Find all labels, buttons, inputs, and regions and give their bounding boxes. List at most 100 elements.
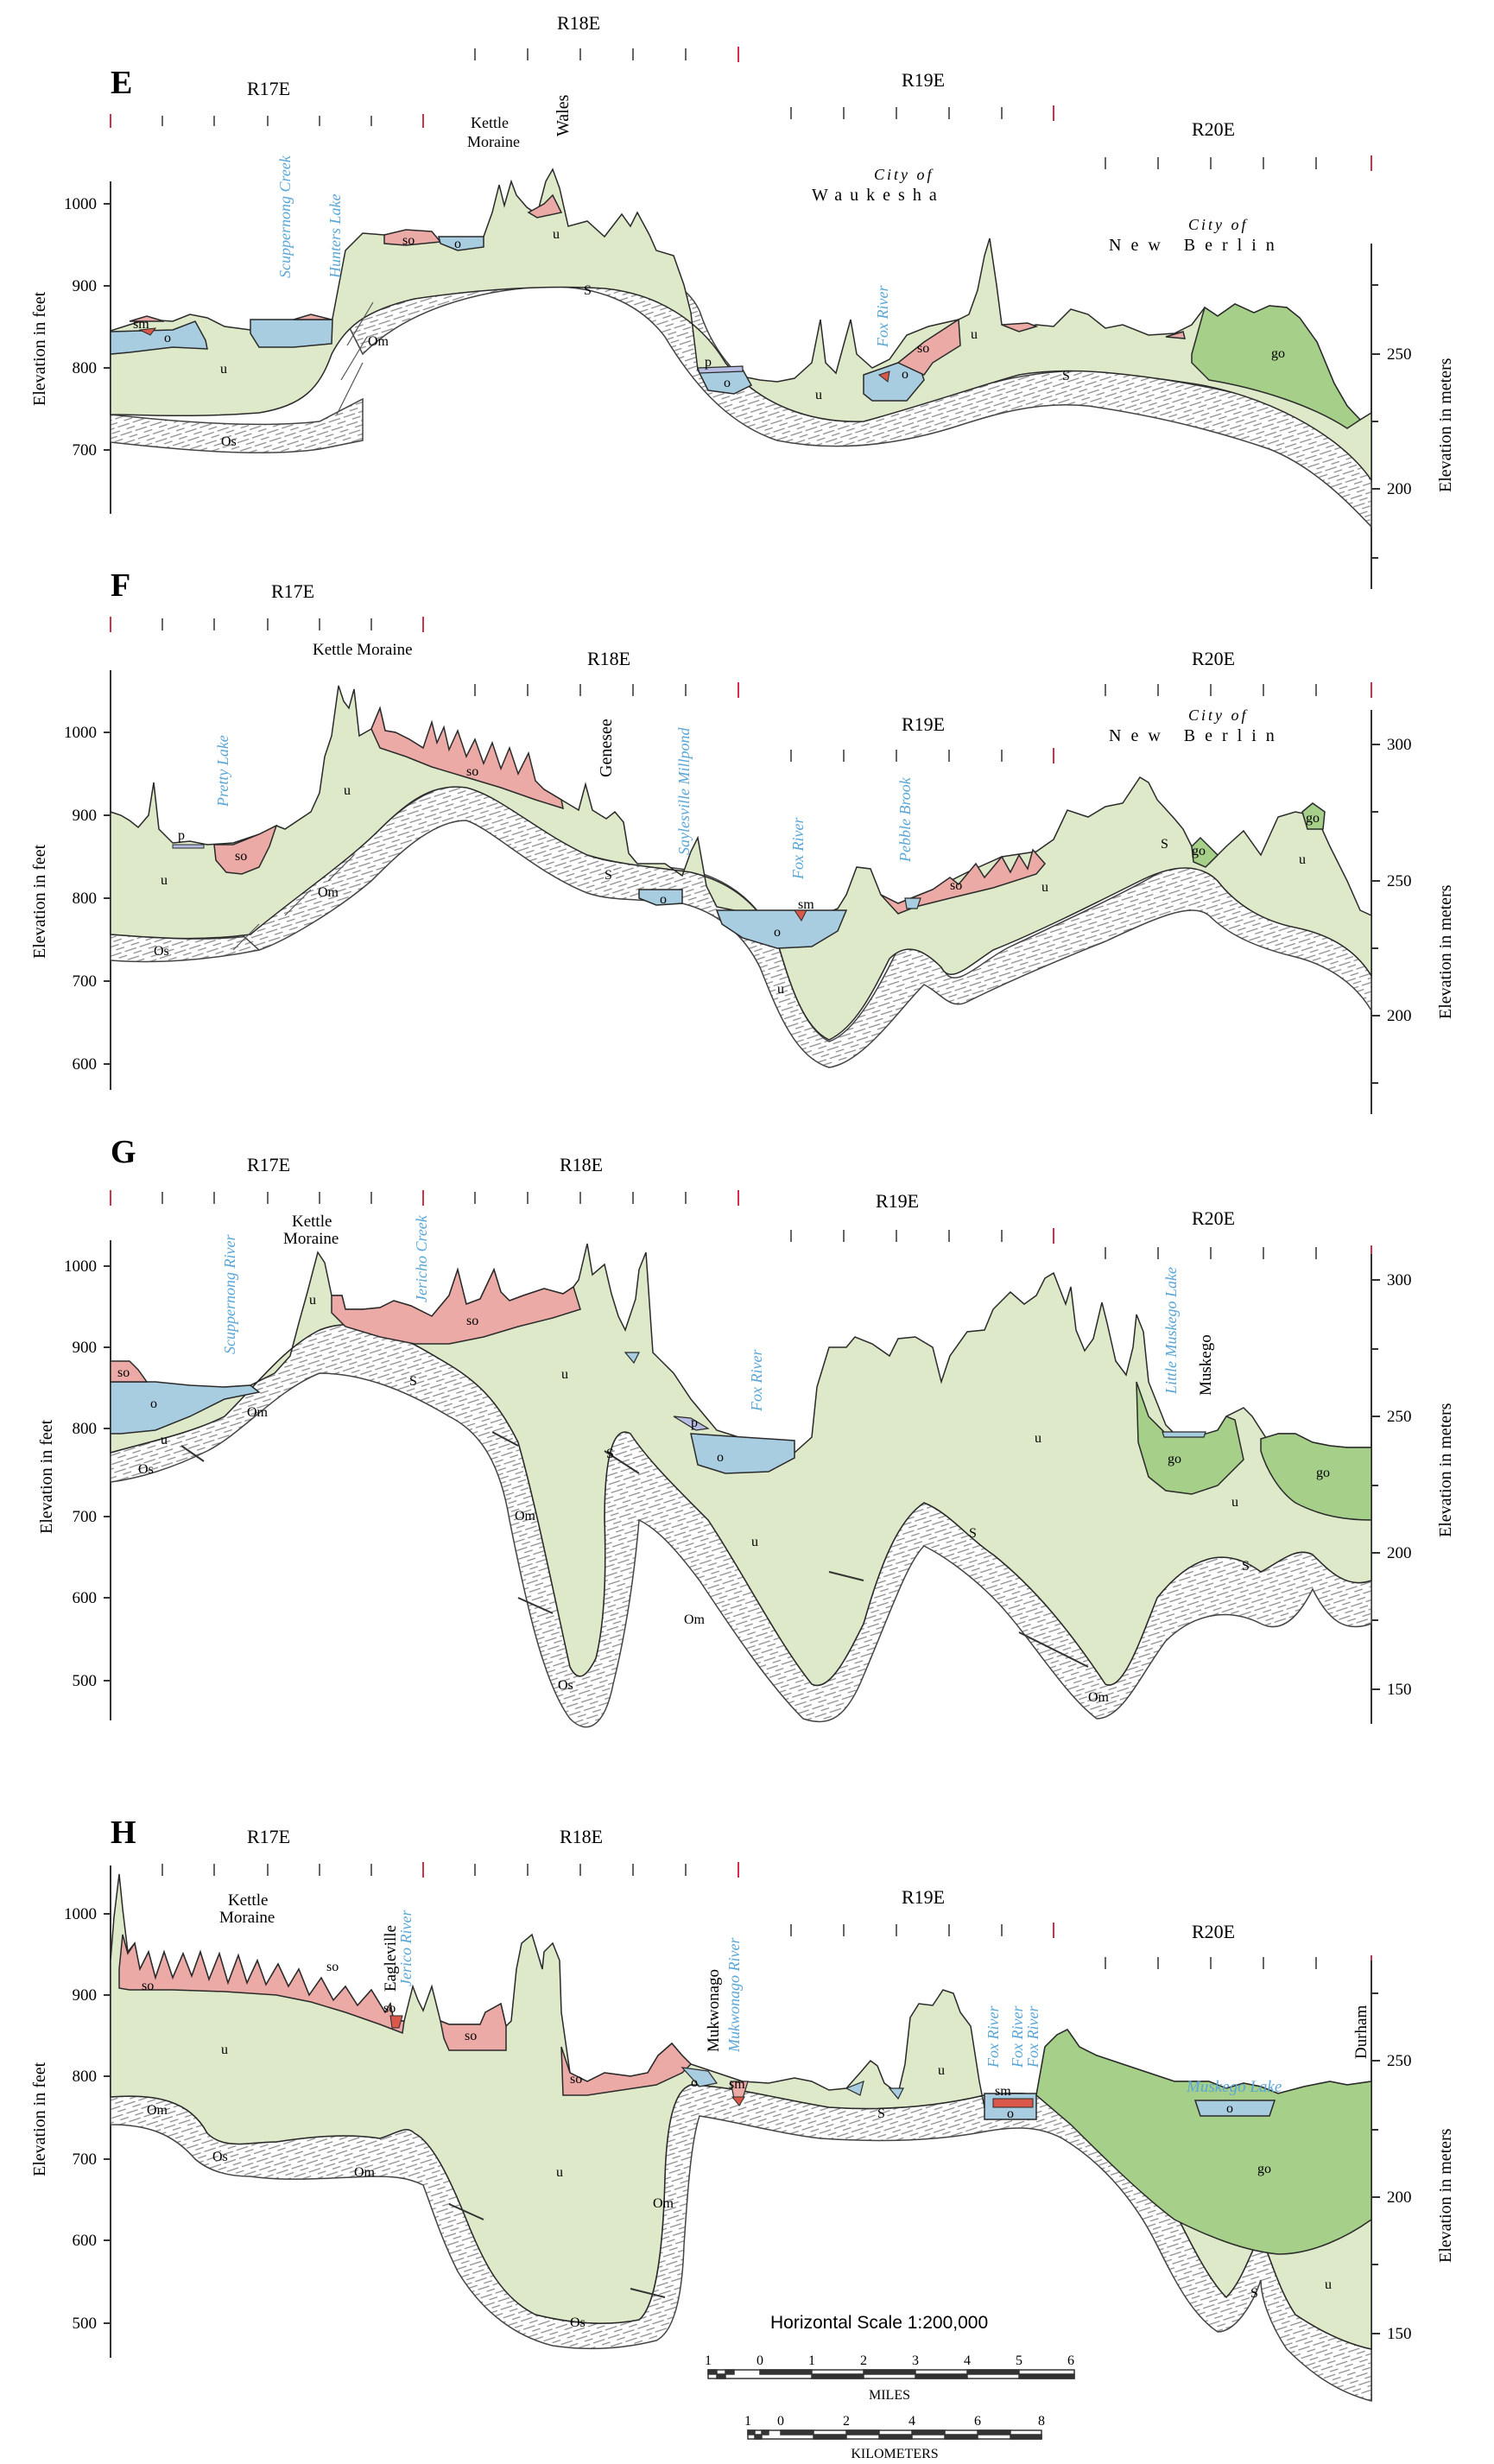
section-e-label-sm: sm [133,317,149,332]
section-h-place-kettle: Kettle [228,1891,268,1910]
section-g-tick-700: 700 [73,1508,98,1526]
section-h-feet-label: Elevation in feet [30,2062,49,2176]
section-f-mtick-200: 200 [1387,1007,1412,1025]
section-e-river-fox: Fox River [874,285,891,348]
section-g-label-u5: u [1035,1431,1041,1446]
section-g-meter-label: Elevation in meters [1436,1403,1455,1537]
section-e-unit-u [110,168,1372,483]
section-f-label-u4: u [1041,880,1048,895]
section-e-tick-1000: 1000 [64,195,97,213]
section-f-label-sm: sm [798,897,814,912]
section-g-label-go2: go [1316,1466,1330,1480]
section-g-label-p: p [691,1416,698,1430]
section-f-label-s1: S [605,868,612,883]
section-h-label-om3: Om [653,2196,674,2211]
section-g-label-u4: u [751,1535,758,1549]
section-f-place-cityof: City of [1188,706,1249,724]
section-h-river-mukwonago: Mukwonago River [725,1937,743,2053]
section-g-tick-600: 600 [73,1589,98,1607]
section-g-letter: G [111,1134,136,1170]
section-g-unit-so-jericho [331,1267,581,1345]
section-e-feet-label: Elevation in feet [30,291,49,406]
section-h-place-durham: Durham [1352,2005,1371,2059]
section-e-river-hunters: Hunters Lake [326,194,344,280]
section-e-mtick-250: 250 [1387,345,1412,364]
section-e-bedrock-lower [110,397,364,453]
section-e-range-1: R17E [247,78,290,99]
section-f-river-fox: Fox River [789,817,807,880]
section-f-om-dash [232,854,355,951]
section-e-label-o1: o [164,331,171,345]
km-tick-0: 0 [777,2414,784,2429]
miles-tick-2: 2 [860,2353,867,2368]
section-g-label-om1: Om [247,1405,269,1420]
section-h-label-so4: so [465,2029,477,2043]
section-h-unit-go [1035,2029,1372,2255]
section-h-label-os2: Os [570,2315,586,2330]
section-h-tick-600: 600 [73,2232,98,2250]
section-h-label-os1: Os [212,2150,228,2164]
section-g-unit-p [673,1416,710,1431]
miles-tick-3: 3 [912,2353,919,2368]
section-e-place-moraine: Moraine [467,133,520,150]
section-g-label-om4: Om [1088,1690,1110,1705]
km-tick-6: 6 [974,2414,981,2429]
scale-bar: Horizontal Scale 1:200,000 1 0 1 2 3 4 5… [705,2313,1075,2461]
section-g-om-dash [180,1431,1089,1668]
section-f-place-newberlin: New Berlin [1109,726,1284,745]
section-h-unit-so-moraine [118,1934,405,2035]
section-f-unit-so-pebble [880,848,1046,915]
section-h-unit-o-lake [1193,2100,1276,2117]
section-f-place-kettle-moraine: Kettle Moraine [313,641,413,659]
section-h: H R17E R18E R19E R20E 1000 900 800 700 6… [30,1815,1455,2402]
section-h-range-3: R19E [902,1886,945,1908]
section-e-label-u4: u [971,327,978,342]
section-h-place-mukwonago: Mukwonago [705,1969,723,2052]
section-h-tick-800: 800 [73,2068,98,2086]
miles-tick-4: 4 [964,2353,971,2368]
section-f-range-4: R20E [1192,648,1235,669]
section-f: F R17E R18E R19E R20E 1000 900 800 700 6… [30,567,1455,1114]
section-h-label-u2: u [556,2165,563,2180]
section-e-tick-900: 900 [73,277,98,295]
section-h-river-fox-2: Fox River [1009,2005,1026,2068]
section-h-range-1: R17E [247,1826,290,1847]
section-h-label-o2: o [1007,2106,1014,2121]
section-h-river-fox-3: Fox River [1024,2005,1041,2068]
section-g-range-3: R19E [876,1190,919,1212]
section-g-label-u3: u [561,1367,568,1382]
section-g-unit-o-fox [690,1433,795,1474]
section-h-unit-sm-eagle [389,2015,403,2029]
section-e-unit-go [1191,303,1362,429]
scale-title: Horizontal Scale 1:200,000 [770,2313,988,2333]
section-h-range-4: R20E [1192,1921,1235,1942]
section-f-label-s2: S [1161,837,1168,852]
section-e-tick-700: 700 [73,441,98,459]
section-h-label-so3: so [383,2001,396,2016]
section-h-unit-o-muk [681,2067,904,2100]
section-g-river-lmuskego: Little Muskego Lake [1162,1267,1180,1395]
section-f-river-sayles: Saylesville Millpond [675,727,693,855]
section-f-unit-p [172,844,205,849]
section-e: E R17E R18E R19E R20E 1000 900 800 700 E… [30,12,1455,589]
section-f-tick-700: 700 [73,972,98,991]
section-f-label-u1: u [161,873,168,888]
section-g-label-s1: S [409,1374,417,1389]
section-e-unit-sm-fox [877,371,890,383]
section-h-river-fox-1: Fox River [984,2005,1002,2068]
section-h-mtick-200: 200 [1387,2188,1412,2207]
section-e-label-p: p [705,355,712,370]
section-f-label-so3: so [950,878,962,893]
section-h-label-o3: o [1226,2101,1233,2116]
section-g-feet-label: Elevation in feet [37,1419,56,1534]
section-f-unit-so-pretty [213,824,278,875]
section-f-label-so2: so [466,764,478,779]
section-f-unit-sm [794,909,807,922]
section-h-label-om2: Om [354,2165,376,2180]
section-h-place-eagleville: Eagleville [382,1925,400,1992]
section-f-tick-800: 800 [73,890,98,908]
section-e-label-u3: u [815,388,822,402]
section-e-unit-so-fox [896,318,1186,376]
section-g-label-os2: Os [558,1678,573,1693]
section-h-river-jerico: Jerico River [397,1910,415,1986]
